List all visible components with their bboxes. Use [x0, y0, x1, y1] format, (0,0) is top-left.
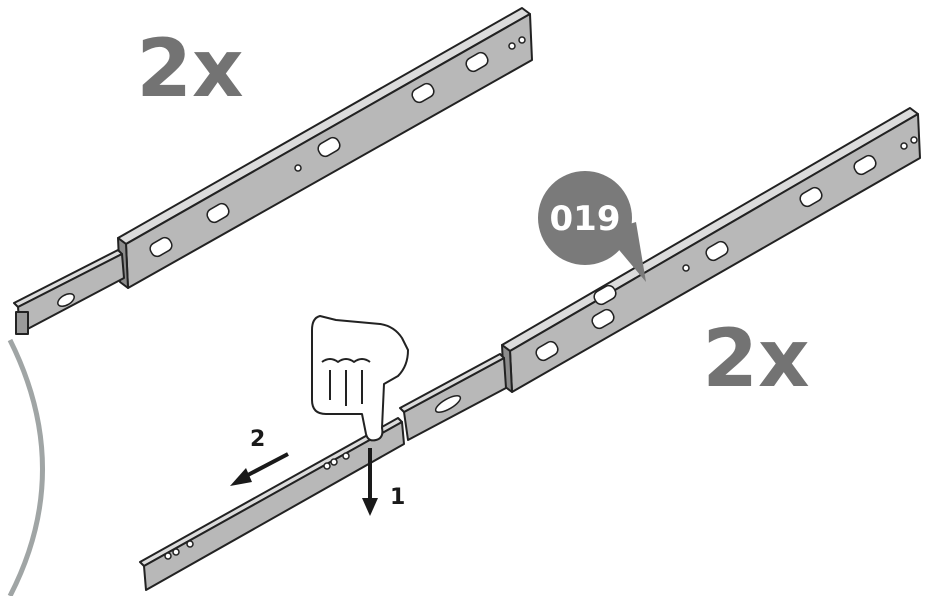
bottom-rail-hole [910, 136, 918, 144]
bottom-rail-slot [705, 240, 729, 262]
bottom-rail-slot [434, 395, 462, 413]
top-rail-slot [149, 236, 173, 258]
top-rail-slot [317, 136, 341, 158]
bottom-rail-inner-face [143, 421, 405, 591]
bottom-rail-hole [186, 540, 194, 548]
top-drawer-slide [13, 7, 533, 335]
top-rail-hole [508, 42, 516, 50]
part-number-callout: 019 [538, 171, 646, 282]
bottom-rail-middle-top [399, 353, 505, 413]
bottom-rail-hole [330, 458, 338, 466]
top-rail-inner-tab [15, 311, 29, 335]
top-rail-hole [294, 164, 302, 172]
bottom-rail-slot [853, 154, 877, 176]
top-rail-slot [206, 202, 230, 224]
quantity-label-bottom: 2x [702, 312, 809, 405]
step-1-label: 1 [390, 485, 405, 510]
quantity-label-top: 2x [136, 22, 243, 115]
detail-circle-arc [7, 338, 45, 596]
top-rail-slot [411, 82, 435, 104]
bottom-rail-slot [535, 340, 559, 362]
bottom-rail-slot [799, 186, 823, 208]
bottom-rail-slot [593, 284, 617, 306]
bottom-rail-slot [591, 308, 615, 330]
bottom-rail-inner-top [139, 417, 403, 567]
pointing-hand-icon [311, 315, 409, 442]
top-rail-slot [465, 51, 489, 73]
top-rail-hole [518, 36, 526, 44]
bottom-rail-hole [172, 548, 180, 556]
bottom-rail-hole [342, 452, 350, 460]
step-2-label: 2 [250, 427, 265, 452]
part-number-label: 019 [550, 199, 621, 239]
arrow-left-icon [230, 452, 289, 486]
bottom-rail-hole [164, 552, 172, 560]
top-rail-slot [57, 293, 75, 307]
bottom-rail-hole [682, 264, 690, 272]
bottom-drawer-slide [139, 107, 921, 591]
part-number-badge [538, 171, 632, 265]
arrow-down-icon [362, 448, 378, 516]
bottom-rail-hole [323, 462, 331, 470]
bottom-rail-hole [900, 142, 908, 150]
